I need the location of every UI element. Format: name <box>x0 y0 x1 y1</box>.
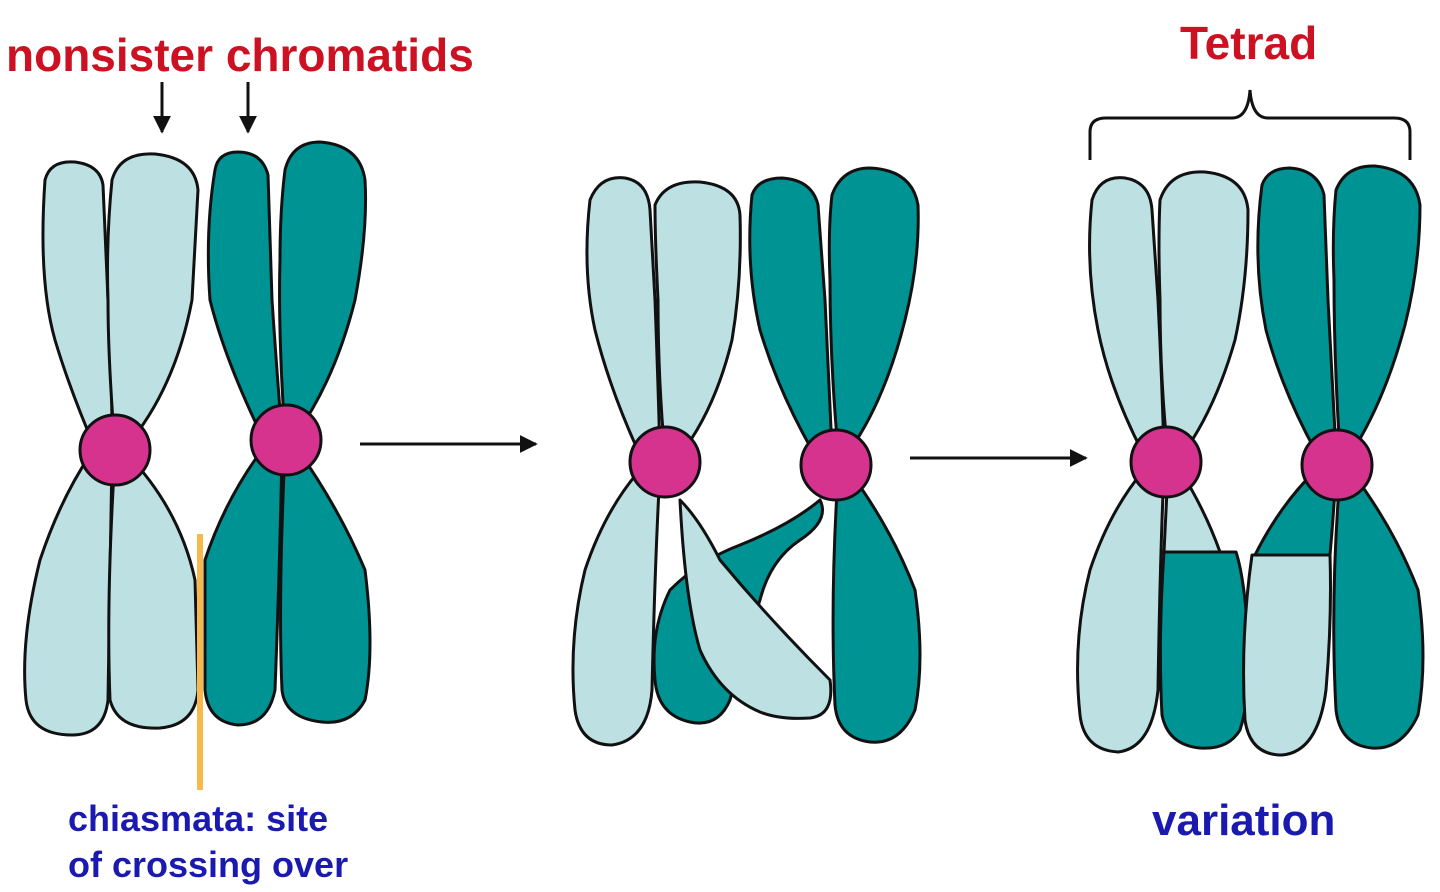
tetrad-label: Tetrad <box>1180 17 1318 69</box>
light-chromatid-2-bottom <box>107 453 200 730</box>
light-chromatid-1-bottom <box>23 453 114 737</box>
dark-chromatid-5-top <box>1256 166 1338 454</box>
light-chromatid-5-top <box>1088 176 1166 457</box>
tetrad-brace <box>1088 89 1412 160</box>
stage-3-recombined-tetrad <box>1076 164 1425 757</box>
light-chromatid-6-top <box>1157 170 1250 457</box>
light-chromatid-1-top <box>41 160 114 450</box>
variation-label: variation <box>1152 796 1336 845</box>
centromere-4 <box>799 428 873 502</box>
dark-chromatid-6-top <box>1331 164 1422 454</box>
stage-2-crossing-over <box>571 166 922 747</box>
nonsister-chromatids-label: nonsister chromatids <box>6 29 474 81</box>
light-chromatid-5-bottom <box>1076 468 1166 754</box>
centromere-6 <box>1300 428 1374 502</box>
dark-chromatid-2-top <box>278 140 368 438</box>
dark-chromatid-4-bottom <box>831 473 922 744</box>
dark-chromatid-6-bottom <box>1332 473 1425 750</box>
centromere-3 <box>628 425 702 499</box>
light-chromatid-3-bottom <box>571 468 662 747</box>
chiasmata-label-line-1: chiasmata: site <box>68 798 329 839</box>
centromere-1 <box>78 413 152 487</box>
dark-chromatid-1-top <box>206 150 284 438</box>
light-crossed-segment <box>678 498 833 720</box>
dark-chromatid-4-top <box>827 166 920 452</box>
light-chromatid-2-top <box>106 152 200 450</box>
light-recombined-segment <box>1242 553 1332 757</box>
dark-recombined-segment <box>1158 550 1250 750</box>
light-chromatid-3-top <box>585 176 662 457</box>
stage-1-homologous-pair <box>23 140 372 737</box>
chiasmata-label: chiasmata: site of crossing over <box>68 796 348 888</box>
centromere-5 <box>1129 425 1203 499</box>
centromere-2 <box>249 403 323 477</box>
dark-chromatid-3-top <box>748 176 834 452</box>
chiasmata-label-line-2: of crossing over <box>68 844 349 885</box>
dark-chromatid-2-bottom <box>279 448 372 724</box>
light-chromatid-4-top <box>653 180 742 457</box>
dark-chromatid-1-bottom <box>203 448 284 727</box>
